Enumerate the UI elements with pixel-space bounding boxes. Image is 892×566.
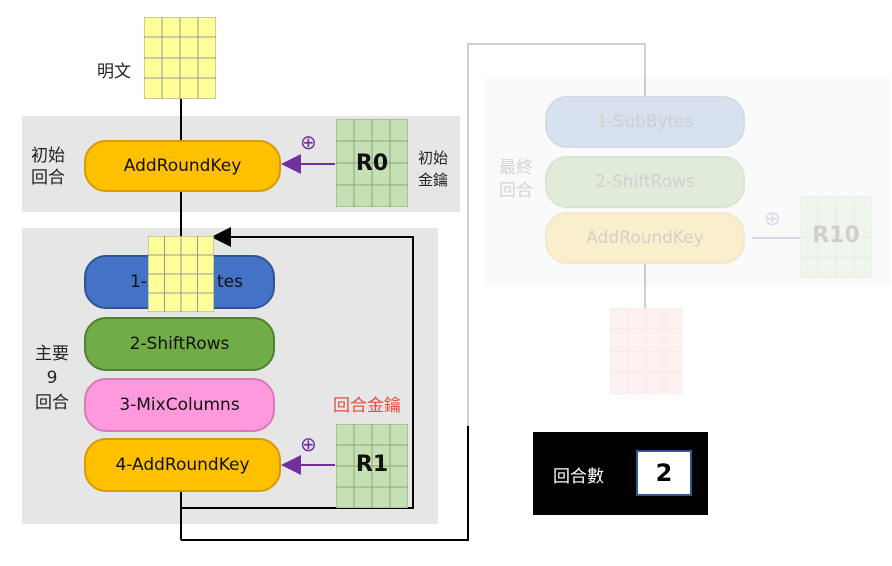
final-round-label-line1: 最終 bbox=[499, 158, 533, 178]
final-add-round-key-step[interactable]: AddRoundKey bbox=[545, 212, 745, 264]
xor-icon: ⊕ bbox=[764, 206, 781, 230]
initial-round-label-line2: 回合 bbox=[31, 168, 65, 188]
initial-add-round-key-step[interactable]: AddRoundKey bbox=[84, 140, 281, 192]
plaintext-state-grid bbox=[143, 16, 217, 103]
round-key-label: 回合金鑰 bbox=[333, 396, 401, 416]
xor-icon: ⊕ bbox=[300, 432, 317, 456]
r1-key-label: R1 bbox=[355, 452, 389, 477]
round-counter-label: 回合數 bbox=[553, 467, 604, 487]
r10-key-label: R10 bbox=[812, 223, 860, 248]
current-state-grid bbox=[147, 235, 215, 316]
main-round-label-line3: 回合 bbox=[35, 393, 69, 413]
xor-icon: ⊕ bbox=[300, 130, 317, 154]
initial-key-label-line2: 金鑰 bbox=[417, 171, 448, 189]
r0-key-grid bbox=[335, 118, 409, 211]
shift-rows-step[interactable]: 2-ShiftRows bbox=[84, 317, 275, 371]
sub-bytes-step-prefix: 1- bbox=[130, 272, 147, 292]
round-counter-value: 2 bbox=[636, 450, 692, 496]
r0-key-label: R0 bbox=[355, 151, 389, 176]
r1-key-grid bbox=[335, 423, 409, 512]
main-round-label-line2: 9 bbox=[46, 368, 58, 388]
plaintext-label: 明文 bbox=[97, 62, 131, 82]
initial-key-label-line1: 初始 bbox=[417, 149, 448, 167]
sub-bytes-step-suffix: tes bbox=[216, 272, 243, 292]
mix-columns-step[interactable]: 3-MixColumns bbox=[84, 378, 275, 432]
ciphertext-state-grid bbox=[609, 307, 683, 398]
add-round-key-step[interactable]: 4-AddRoundKey bbox=[84, 438, 281, 492]
final-shift-rows-step[interactable]: 2-ShiftRows bbox=[545, 156, 745, 208]
main-round-label-line1: 主要 bbox=[35, 344, 69, 364]
initial-round-label-line1: 初始 bbox=[31, 146, 65, 166]
round-counter-box: 回合數 2 bbox=[533, 432, 708, 515]
r10-key-grid bbox=[799, 195, 873, 282]
final-sub-bytes-step[interactable]: 1-SubBytes bbox=[545, 96, 745, 148]
final-round-label-line2: 回合 bbox=[499, 181, 533, 201]
